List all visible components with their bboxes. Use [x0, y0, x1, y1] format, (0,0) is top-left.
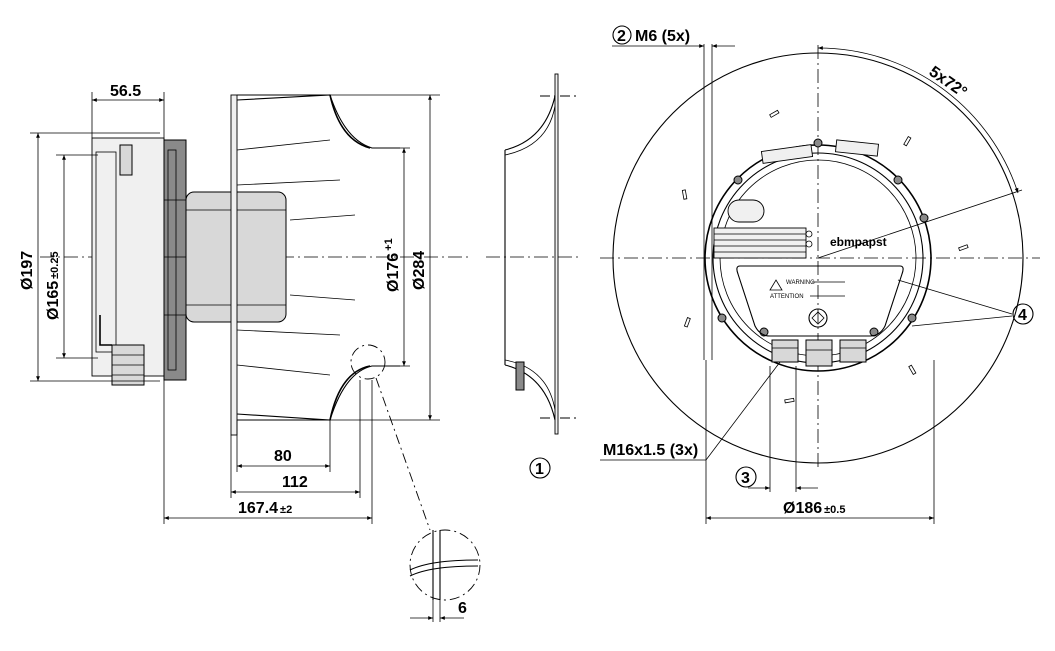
callout-4-group: 4 [897, 279, 1034, 327]
disk-slots [681, 109, 969, 404]
callout-3: 3 [741, 470, 750, 487]
label-plate-right [834, 139, 880, 157]
callout-4-circle [1012, 303, 1034, 325]
cable-entry [727, 199, 765, 223]
label-d197: Ø197 [19, 251, 36, 290]
impeller-backplate [230, 94, 238, 436]
callout-2-circle [612, 25, 632, 45]
bolt-icon [907, 313, 917, 323]
dim-56-5: 56.5 [91, 83, 165, 140]
callout-4: 4 [1018, 307, 1027, 324]
callout-3-circle [735, 466, 757, 488]
inlet-ring-view: 1 [486, 73, 580, 479]
bolt-icon [893, 175, 903, 185]
electronics-housing [91, 137, 165, 377]
detail-leader [375, 377, 431, 531]
inlet-nozzle [515, 361, 525, 391]
callout-3-group: 3 [735, 366, 818, 492]
label-angle: 5x72° [926, 63, 970, 101]
dim-167-4: 167.4±2 [163, 380, 373, 524]
dim-m6: 2 M6 (5x) [612, 25, 735, 360]
attention-text: ATTENTION [770, 294, 804, 300]
label-80: 80 [274, 448, 292, 465]
detail-circle-small [350, 344, 386, 380]
brand-logo: ebmpapst [830, 235, 887, 249]
housing-inner-edge [95, 151, 117, 353]
ground-symbol-icon [808, 308, 828, 328]
bolt-icon [733, 175, 743, 185]
bolt-icon [717, 313, 727, 323]
dim-d197: Ø197 [19, 132, 160, 382]
warning-icon [769, 279, 783, 291]
label-d176: Ø176+1 [383, 238, 402, 292]
label-6: 6 [458, 600, 467, 617]
label-d186: Ø186±0.5 [783, 500, 845, 517]
callout-1-circle [529, 457, 551, 479]
label-d284: Ø284 [411, 251, 428, 290]
dim-d284: Ø284 [330, 94, 440, 421]
label-m6: M6 (5x) [635, 28, 690, 45]
heat-sink [713, 227, 807, 259]
label-56-5: 56.5 [110, 83, 141, 100]
cable-glands [771, 339, 867, 367]
dim-d165: Ø165±0.25 [45, 154, 98, 359]
dim-112: 112 [230, 380, 361, 498]
callout-2: 2 [617, 28, 626, 45]
label-m16: M16x1.5 (3x) [603, 442, 698, 459]
bolt-icon [919, 213, 929, 223]
flange-inner [167, 149, 177, 371]
dim-d186: Ø186±0.5 [705, 360, 935, 524]
label-plate [119, 144, 133, 176]
angle-arc [817, 46, 1019, 194]
detail-view: 6 [409, 529, 481, 622]
label-167-4: 167.4±2 [238, 500, 292, 517]
detail-circle-large [409, 529, 481, 601]
electronics-cover [736, 265, 904, 337]
motor-flange [163, 139, 187, 381]
dim-m16: M16x1.5 (3x) [600, 361, 781, 461]
front-view: ebmpapst WARNING ATTENTION 5x72° [600, 25, 1040, 524]
side-view [40, 94, 470, 531]
dim-80: 80 [236, 420, 331, 472]
label-112: 112 [282, 474, 308, 491]
label-plate-left [760, 144, 814, 164]
inlet-flange [554, 73, 559, 435]
shroud-bottom [329, 365, 371, 421]
warning-text: WARNING [786, 280, 815, 286]
callout-1: 1 [535, 461, 544, 478]
dim-d176: Ø176+1 [372, 147, 410, 367]
bolt-icon [813, 138, 823, 148]
shroud-top [329, 94, 371, 149]
label-d165: Ø165±0.25 [45, 251, 62, 320]
